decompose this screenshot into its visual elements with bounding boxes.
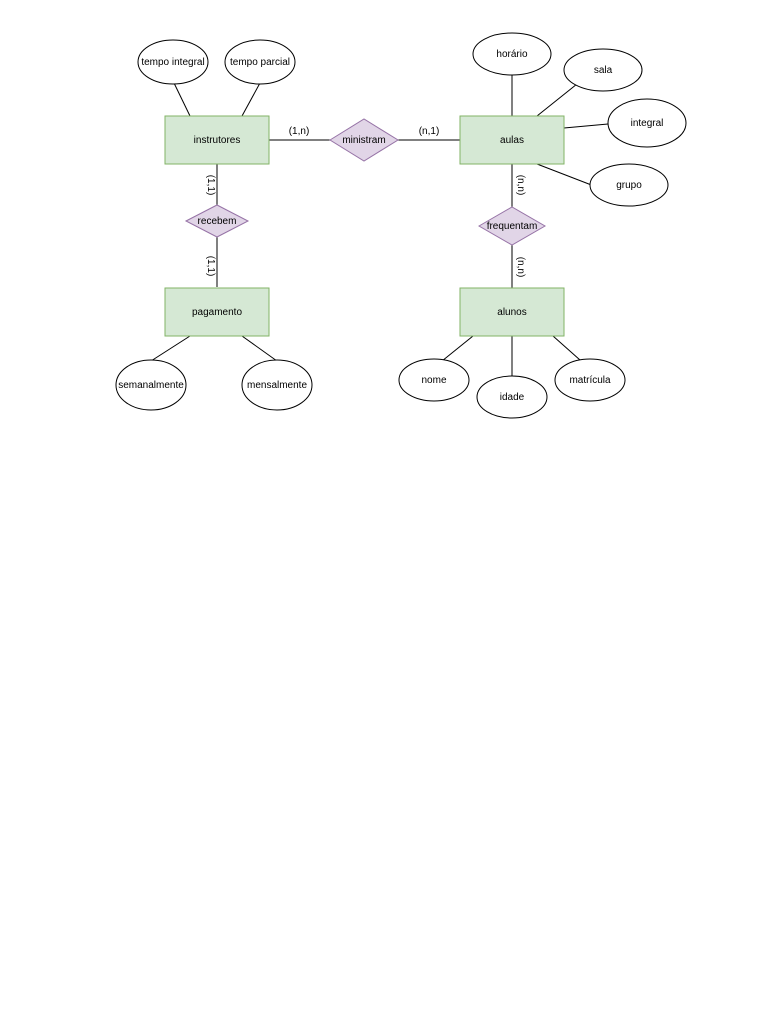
- cardinality-instrutores-ministram: (1,n): [289, 126, 310, 137]
- attribute-sala[interactable]: sala: [563, 48, 643, 92]
- attribute-nome[interactable]: nome: [398, 358, 470, 402]
- attribute-idade-label: idade: [500, 392, 525, 403]
- cardinality-frequentam-alunos: (n,n): [515, 257, 526, 278]
- edge-alunos-nome: [441, 335, 474, 362]
- edge-aulas-sala: [536, 83, 578, 117]
- cardinality-recebem-pagamento: (1,1): [205, 256, 216, 277]
- edge-alunos-matricula: [552, 335, 581, 361]
- relationship-ministram[interactable]: ministram: [329, 118, 399, 162]
- edge-instrutores-tempo-integral: [173, 82, 191, 117]
- attribute-tempo-integral-label: tempo integral: [141, 57, 204, 68]
- edge-pagamento-mensalmente: [241, 335, 278, 362]
- edge-aulas-integral: [563, 123, 609, 129]
- attribute-grupo-label: grupo: [616, 180, 642, 191]
- attribute-tempo-integral[interactable]: tempo integral: [137, 39, 209, 85]
- attribute-integral[interactable]: integral: [607, 98, 687, 148]
- attribute-semanalmente[interactable]: semanalmente: [115, 359, 187, 411]
- connection-lines: [150, 75, 609, 377]
- entity-instrutores[interactable]: instrutores: [164, 115, 270, 165]
- attribute-idade[interactable]: idade: [476, 375, 548, 419]
- entity-aulas-label: aulas: [500, 135, 524, 146]
- entity-alunos-label: alunos: [497, 307, 526, 318]
- relationship-recebem-label: recebem: [198, 216, 237, 227]
- attribute-sala-label: sala: [594, 65, 613, 76]
- attribute-matricula[interactable]: matrícula: [554, 358, 626, 402]
- entity-instrutores-label: instrutores: [194, 135, 241, 146]
- entity-aulas[interactable]: aulas: [459, 115, 565, 165]
- attribute-tempo-parcial[interactable]: tempo parcial: [224, 39, 296, 85]
- relationship-recebem[interactable]: recebem: [184, 204, 250, 238]
- relationship-ministram-label: ministram: [342, 135, 385, 146]
- attribute-grupo[interactable]: grupo: [589, 163, 669, 207]
- entity-alunos[interactable]: alunos: [459, 287, 565, 337]
- entity-pagamento[interactable]: pagamento: [164, 287, 270, 337]
- edge-pagamento-semanalmente: [150, 335, 191, 362]
- attribute-horario[interactable]: horário: [472, 32, 552, 76]
- attribute-horario-label: horário: [496, 49, 528, 60]
- attribute-tempo-parcial-label: tempo parcial: [230, 57, 290, 68]
- attribute-integral-label: integral: [631, 118, 664, 129]
- entity-pagamento-label: pagamento: [192, 307, 242, 318]
- attribute-mensalmente[interactable]: mensalmente: [241, 359, 313, 411]
- attribute-semanalmente-label: semanalmente: [118, 380, 184, 391]
- edge-instrutores-tempo-parcial: [241, 82, 261, 117]
- attribute-mensalmente-label: mensalmente: [247, 380, 307, 391]
- attribute-nome-label: nome: [421, 375, 446, 386]
- cardinality-instrutores-recebem: (1,1): [205, 175, 216, 196]
- relationship-frequentam[interactable]: frequentam: [477, 206, 547, 246]
- relationship-frequentam-label: frequentam: [487, 221, 538, 232]
- cardinality-ministram-aulas: (n,1): [419, 126, 440, 137]
- attribute-matricula-label: matrícula: [569, 375, 611, 386]
- cardinality-aulas-frequentam: (n,n): [515, 175, 526, 196]
- edge-aulas-grupo: [536, 163, 595, 187]
